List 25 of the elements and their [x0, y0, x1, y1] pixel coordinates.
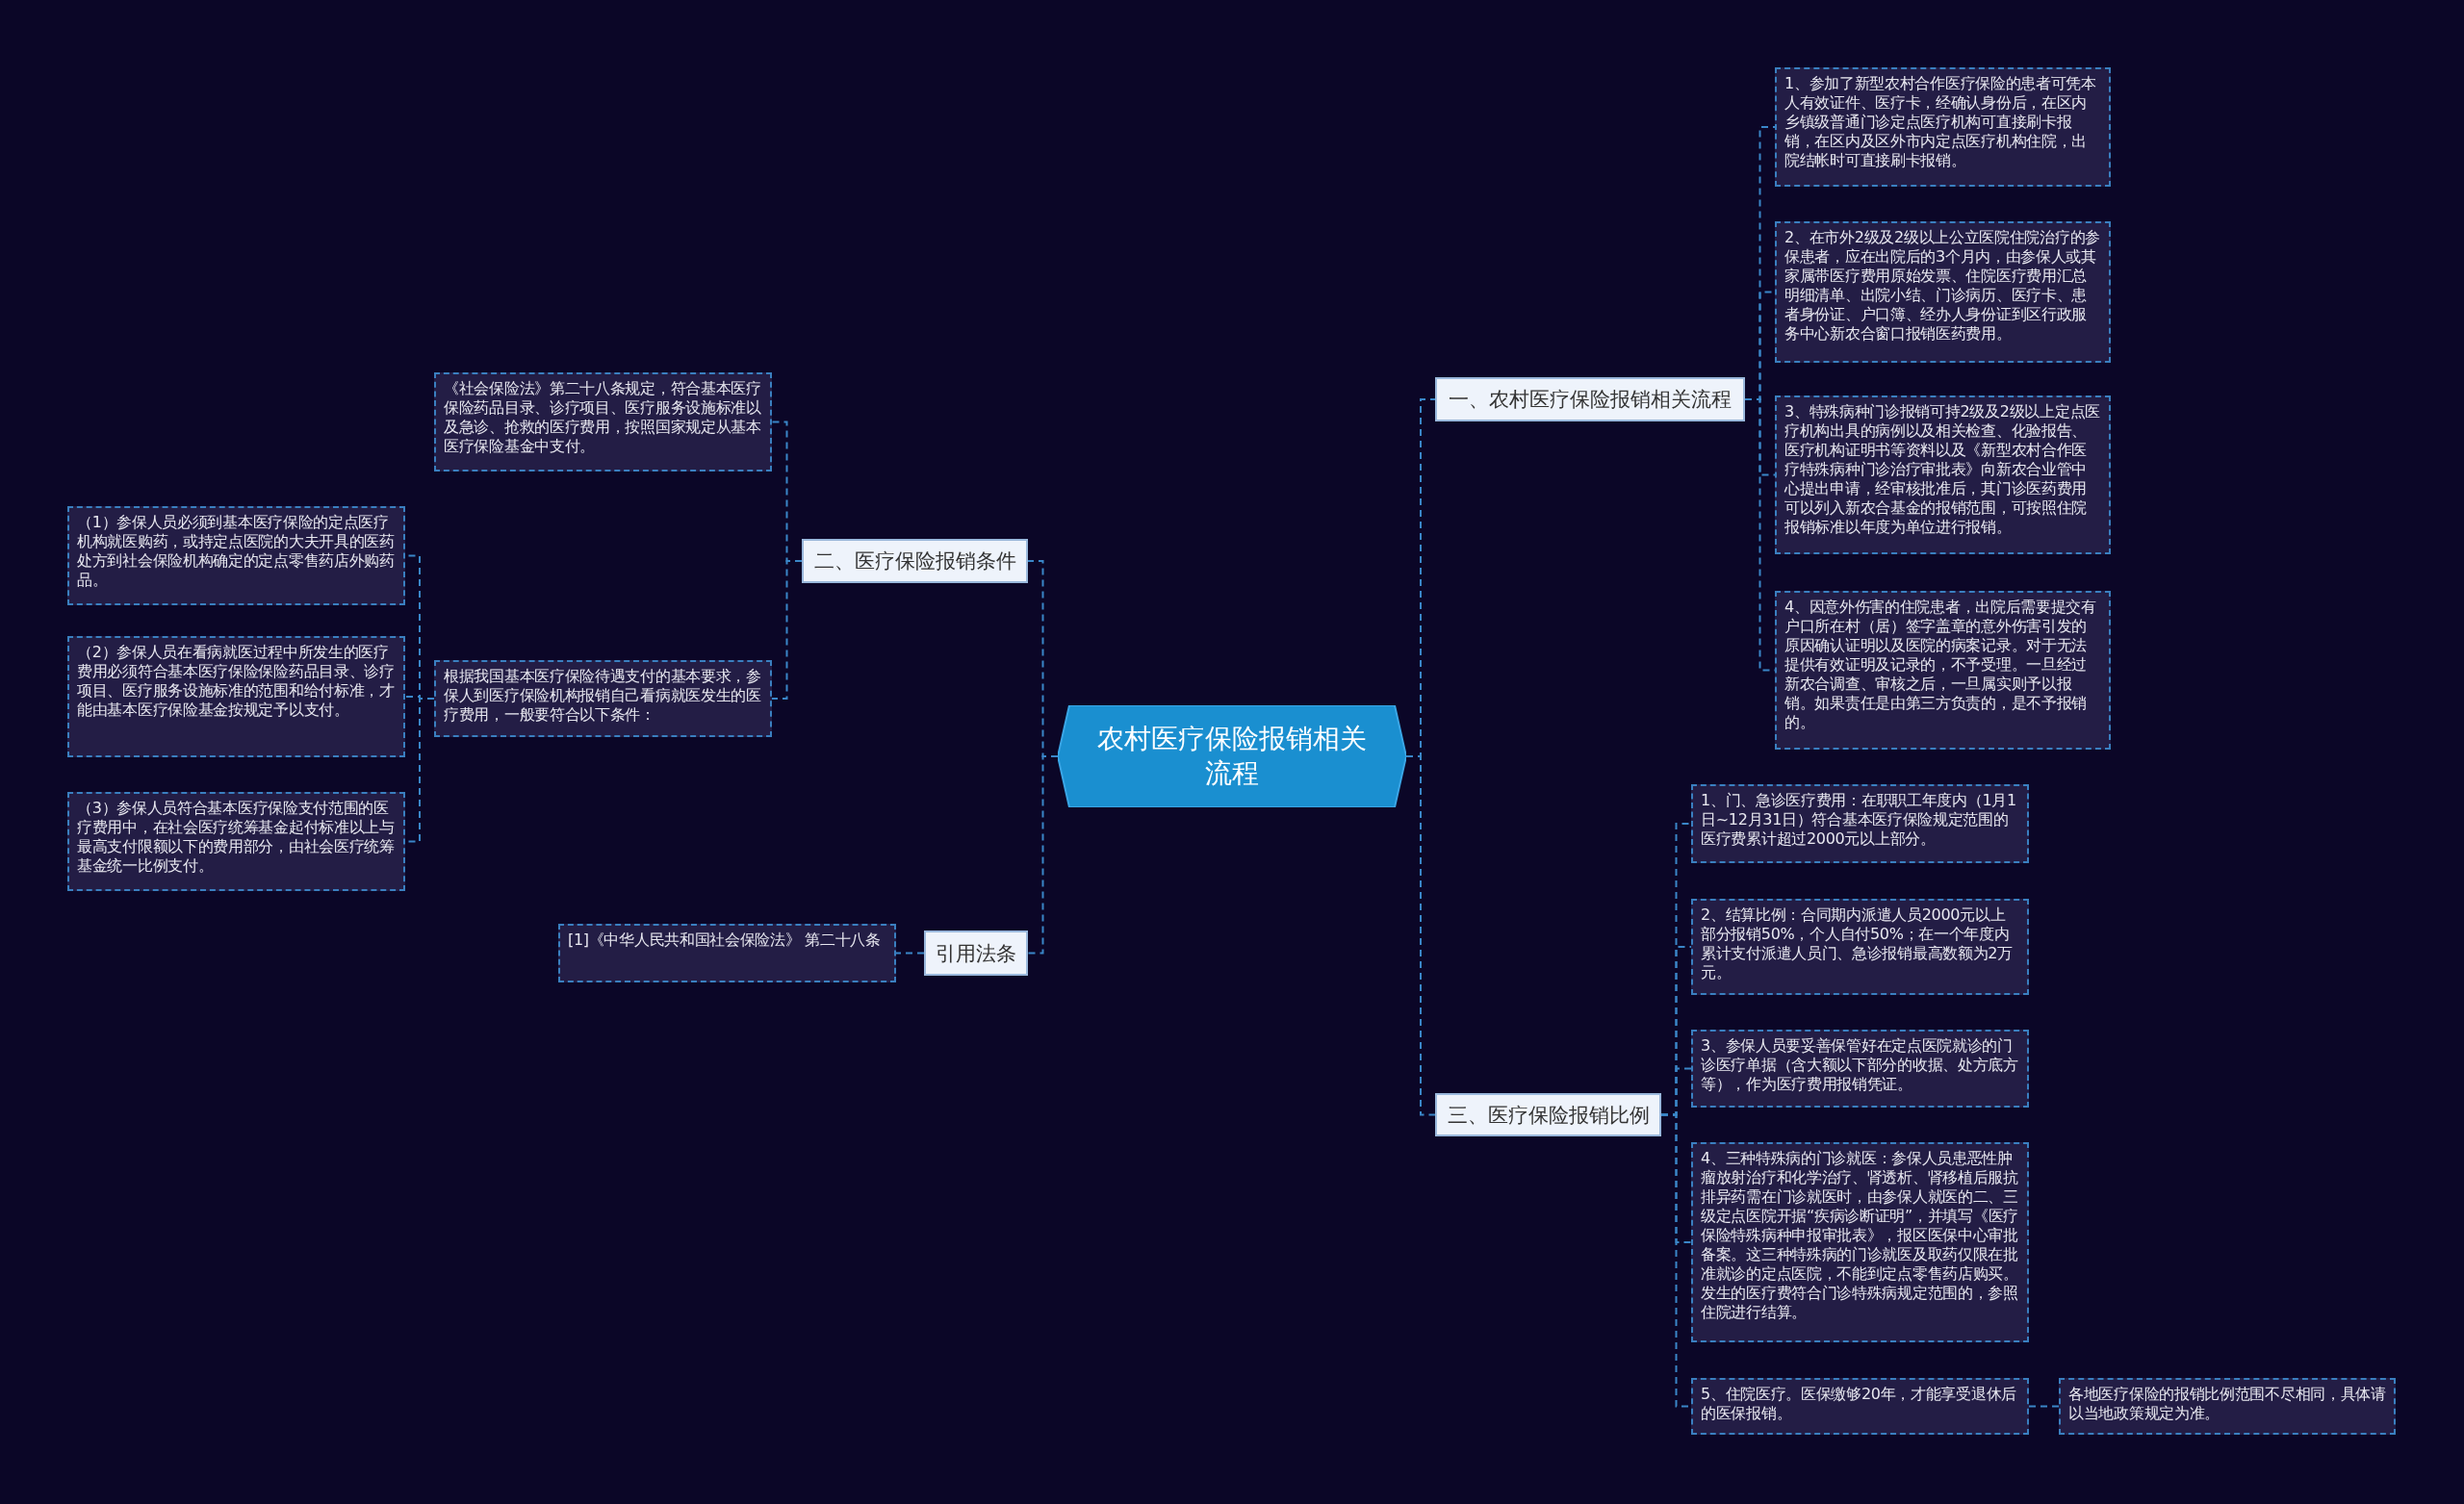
connector-line: [771, 560, 803, 700]
text-box: 各地医疗保险的报销比例范围不尽相同，具体请以当地政策规定为准。: [2059, 1378, 2396, 1435]
text-box: 2、结算比例：合同期内派遣人员2000元以上部分报销50%，个人自付50%；在一个年度内累计支付派遣人员门、急诊报销最高数额为2万元。: [1691, 899, 2029, 995]
connector-line: [895, 952, 925, 955]
text-box: 1、参加了新型农村合作医疗保险的患者可凭本人有效证件、医疗卡，经确认身份后，在区内乡镇级普通门诊定点医疗机构可直接刷卡报销，在区内及区外市内定点医疗机构住院，出院结帐时可直接刷卡报销。: [1775, 67, 2111, 187]
text-box: 《社会保险法》第二十八条规定，符合基本医疗保险药品目录、诊疗项目、医疗服务设施标准以及急诊、抢救的医疗费用，按照国家规定从基本医疗保险基金中支付。: [434, 372, 772, 472]
connector-line: [2028, 1405, 2060, 1408]
text-box: （2）参保人员在看病就医过程中所发生的医疗费用必须符合基本医疗保险保险药品目录、诊疗项目、医疗服务设施标准的范围和给付标准，才能由基本医疗保险基金按规定予以支付。: [67, 636, 405, 757]
text-box: （1）参保人员必须到基本医疗保险的定点医疗机构就医购药，或持定点医院的大夫开具的医药处方到社会保险机构确定的定点零售药店外购药品。: [67, 506, 405, 605]
text-box: （3）参保人员符合基本医疗保险支付范围的医疗费用中，在社会医疗统筹基金起付标准以上与最高支付限额以下的费用部分，由社会医疗统筹基金统一比例支付。: [67, 792, 405, 891]
text-box: 3、特殊病种门诊报销可持2级及2级以上定点医疗机构出具的病例以及相关检查、化验报告、医疗机构证明书等资料以及《新型农村合作医疗特殊病种门诊治疗审批表》向新农合业管中心提出申请，经审核批准后，其门诊医药费用可以列入新农合基金的报销范围，可按照住院报销标准以年度为单位进行报销。: [1775, 395, 2111, 554]
central-topic: 农村医疗保险报销相关流程: [1058, 705, 1406, 807]
topic-box: 引用法条: [924, 930, 1028, 976]
topic-box: 三、医疗保险报销比例: [1435, 1093, 1661, 1136]
topic-box: 二、医疗保险报销条件: [802, 539, 1028, 583]
connector-line: [1027, 755, 1059, 955]
text-box: 4、因意外伤害的住院患者，出院后需要提交有户口所在村（居）签字盖章的意外伤害引发的原因确认证明以及医院的病案记录。对于无法提供有效证明及记录的，不予受理。一旦经过新农合调查、审核之后，一旦属实则予以报销。如果责任是由第三方负责的，是不予报销的。: [1775, 591, 2111, 750]
text-box: 2、在市外2级及2级以上公立医院住院治疗的参保患者，应在出院后的3个月内，由参保人或其家属带医疗费用原始发票、住院医疗费用汇总明细清单、出院小结、门诊病历、医疗卡、患者身份证、户口簿、经办人身份证到区行政服务中心新农合窗口报销医药费用。: [1775, 221, 2111, 363]
text-box: 根据我国基本医疗保险待遇支付的基本要求，参保人到医疗保险机构报销自己看病就医发生的医疗费用，一般要符合以下条件：: [434, 660, 772, 737]
text-box: 3、参保人员要妥善保管好在定点医院就诊的门诊医疗单据（含大额以下部分的收据、处方底方等），作为医疗费用报销凭证。: [1691, 1030, 2029, 1108]
text-box: 5、住院医疗。医保缴够20年，才能享受退休后的医保报销。: [1691, 1378, 2029, 1435]
topic-box: 一、农村医疗保险报销相关流程: [1435, 377, 1745, 421]
text-box: 1、门、急诊医疗费用：在职职工年度内（1月1日~12月31日）符合基本医疗保险规定范围的医疗费累计超过2000元以上部分。: [1691, 784, 2029, 863]
text-box: [1]《中华人民共和国社会保险法》 第二十八条: [558, 924, 896, 982]
text-box: 4、三种特殊病的门诊就医：参保人员患恶性肿瘤放射治疗和化学治疗、肾透析、肾移植后服抗排异药需在门诊就医时，由参保人就医的二、三级定点医院开据“疾病诊断证明”，并填写《医疗保险特殊病种申报审批表》，报区医保中心审批备案。这三种特殊病的门诊就医及取药仅限在批准就诊的定点医院，不能到定点零售药店购买。发生的医疗费符合门诊特殊病规定范围的，参照住院进行结算。: [1691, 1142, 2029, 1342]
